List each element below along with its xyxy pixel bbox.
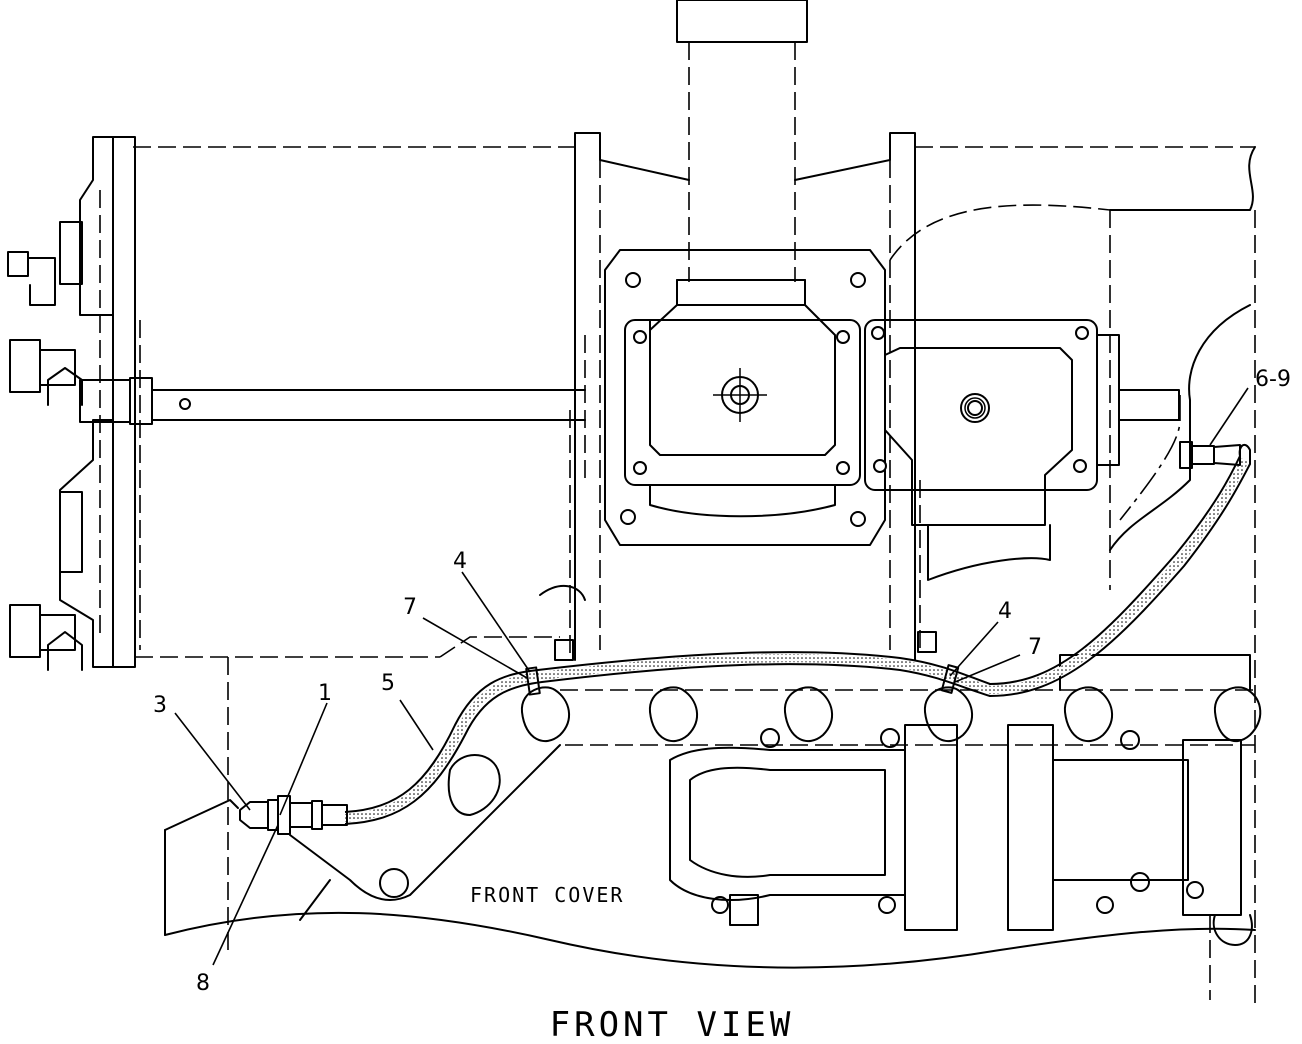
view-title: FRONT VIEW — [550, 1005, 795, 1044]
callout-3: 3 — [153, 693, 167, 718]
right-gearbox — [864, 319, 1180, 581]
callout-8: 8 — [196, 971, 210, 996]
left-pump-housing — [7, 136, 153, 671]
callout-4-right: 4 — [998, 599, 1012, 624]
right-fitting-assembly — [1179, 441, 1241, 469]
left-gearbox — [604, 249, 886, 546]
top-shaft-housing — [676, 0, 808, 282]
left-fitting-assembly — [239, 795, 348, 835]
callout-4-left: 4 — [453, 549, 467, 574]
hose-line — [344, 443, 1251, 825]
callout-7-right: 7 — [1028, 635, 1042, 660]
engine-block-outline — [133, 146, 1256, 950]
front-cover — [164, 585, 1256, 969]
callout-5: 5 — [381, 671, 395, 696]
hose-clips — [525, 631, 960, 696]
leader-lines — [174, 387, 1249, 966]
manifold-assembly — [669, 724, 1253, 1000]
front-cover-label: FRONT COVER — [470, 883, 624, 907]
right-housing-outline — [1109, 210, 1256, 1010]
callout-labels: 1 3 4 4 5 6-9 7 7 8 — [153, 367, 1291, 996]
callout-6-9: 6-9 — [1255, 367, 1291, 392]
callout-1: 1 — [318, 681, 332, 706]
horizontal-shaft — [151, 335, 586, 480]
frame-rails — [569, 132, 921, 661]
callout-7-left: 7 — [403, 595, 417, 620]
